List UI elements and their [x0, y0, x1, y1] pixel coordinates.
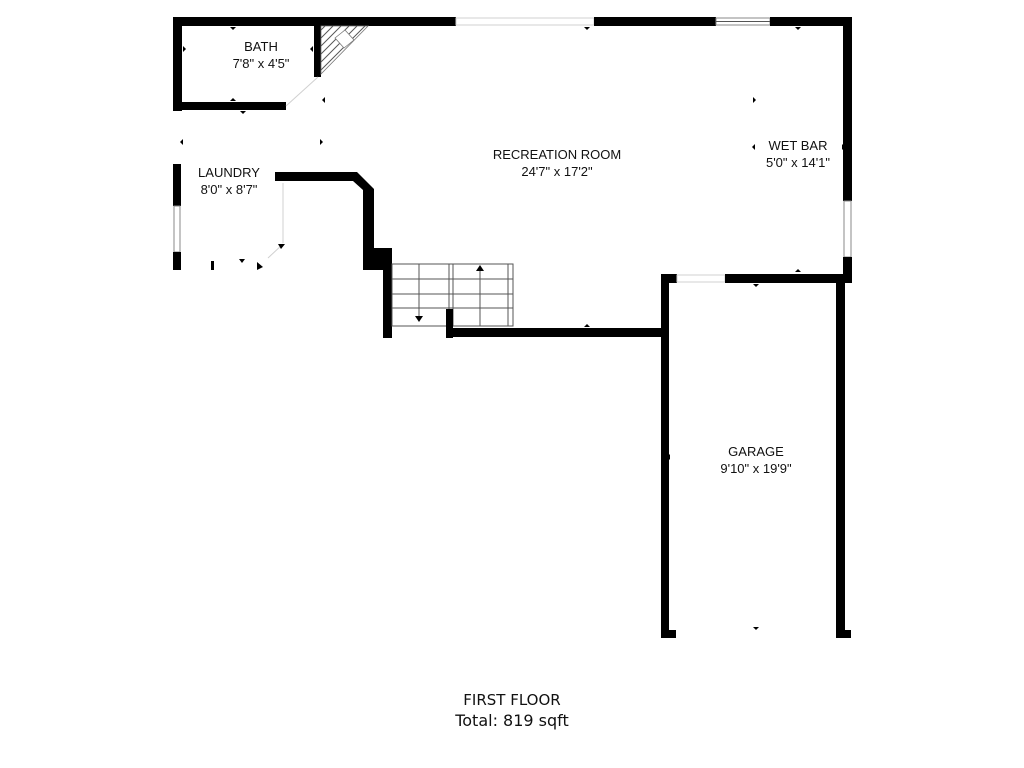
- room-dimensions: 5'0" x 14'1": [765, 155, 831, 170]
- wall-right-upper: [843, 17, 852, 201]
- floor-name: FIRST FLOOR: [463, 691, 561, 709]
- room-label-garage: GARAGE 9'10" x 19'9": [720, 443, 791, 477]
- wall-garage-top: [725, 274, 852, 283]
- room-label-laundry: LAUNDRY 8'0" x 8'7": [198, 164, 260, 198]
- floor-summary: FIRST FLOOR Total: 819 sqft: [455, 690, 569, 732]
- stair-down-arrow-icon: [415, 316, 423, 322]
- wall-right-lower: [843, 257, 852, 283]
- wall-stair-enclosure: [275, 172, 392, 338]
- total-area: Total: 819 sqft: [455, 711, 569, 730]
- wall-stair-divider: [446, 309, 453, 338]
- room-name: BATH: [244, 39, 278, 54]
- wall-garage-left: [661, 274, 669, 638]
- room-dimensions: 7'8" x 4'5": [232, 56, 290, 71]
- wall-bath-bottom: [173, 102, 286, 110]
- wall-bath-right: [314, 17, 321, 77]
- room-name: GARAGE: [728, 444, 784, 459]
- wall-garage-right-foot: [836, 630, 851, 638]
- wall-garage-left-stub: [661, 274, 677, 283]
- room-dimensions: 24'7" x 17'2": [521, 164, 593, 179]
- wall-bath-left: [173, 17, 182, 111]
- room-label-recreation-room: RECREATION ROOM 24'7" x 17'2": [493, 146, 621, 180]
- wall-top-right: [770, 17, 852, 26]
- wall-laundry-stub: [211, 261, 214, 270]
- opening-top: [455, 17, 595, 26]
- wall-laundry-left-upper: [173, 164, 181, 206]
- wall-laundry-left-lower: [173, 252, 181, 270]
- bath-door-swing: [285, 76, 319, 107]
- room-label-bath: BATH 7'8" x 4'5": [233, 38, 290, 72]
- room-name: RECREATION ROOM: [492, 147, 622, 162]
- room-name: WET BAR: [768, 138, 828, 153]
- wall-rec-bottom: [446, 328, 667, 337]
- hatched-shaft: [320, 25, 369, 75]
- window-right: [843, 200, 852, 258]
- wall-garage-left-foot: [661, 630, 676, 638]
- stair-up-arrow-icon: [476, 265, 484, 271]
- room-name: LAUNDRY: [198, 165, 260, 180]
- room-dimensions: 9'10" x 19'9": [720, 461, 792, 476]
- wall-top-middle: [594, 17, 716, 26]
- window-laundry: [173, 205, 181, 253]
- room-label-wet-bar: WET BAR 5'0" x 14'1": [766, 137, 830, 171]
- opening-garage-door: [676, 274, 726, 283]
- dimension-markers: [180, 27, 845, 630]
- room-dimensions: 8'0" x 8'7": [200, 182, 258, 197]
